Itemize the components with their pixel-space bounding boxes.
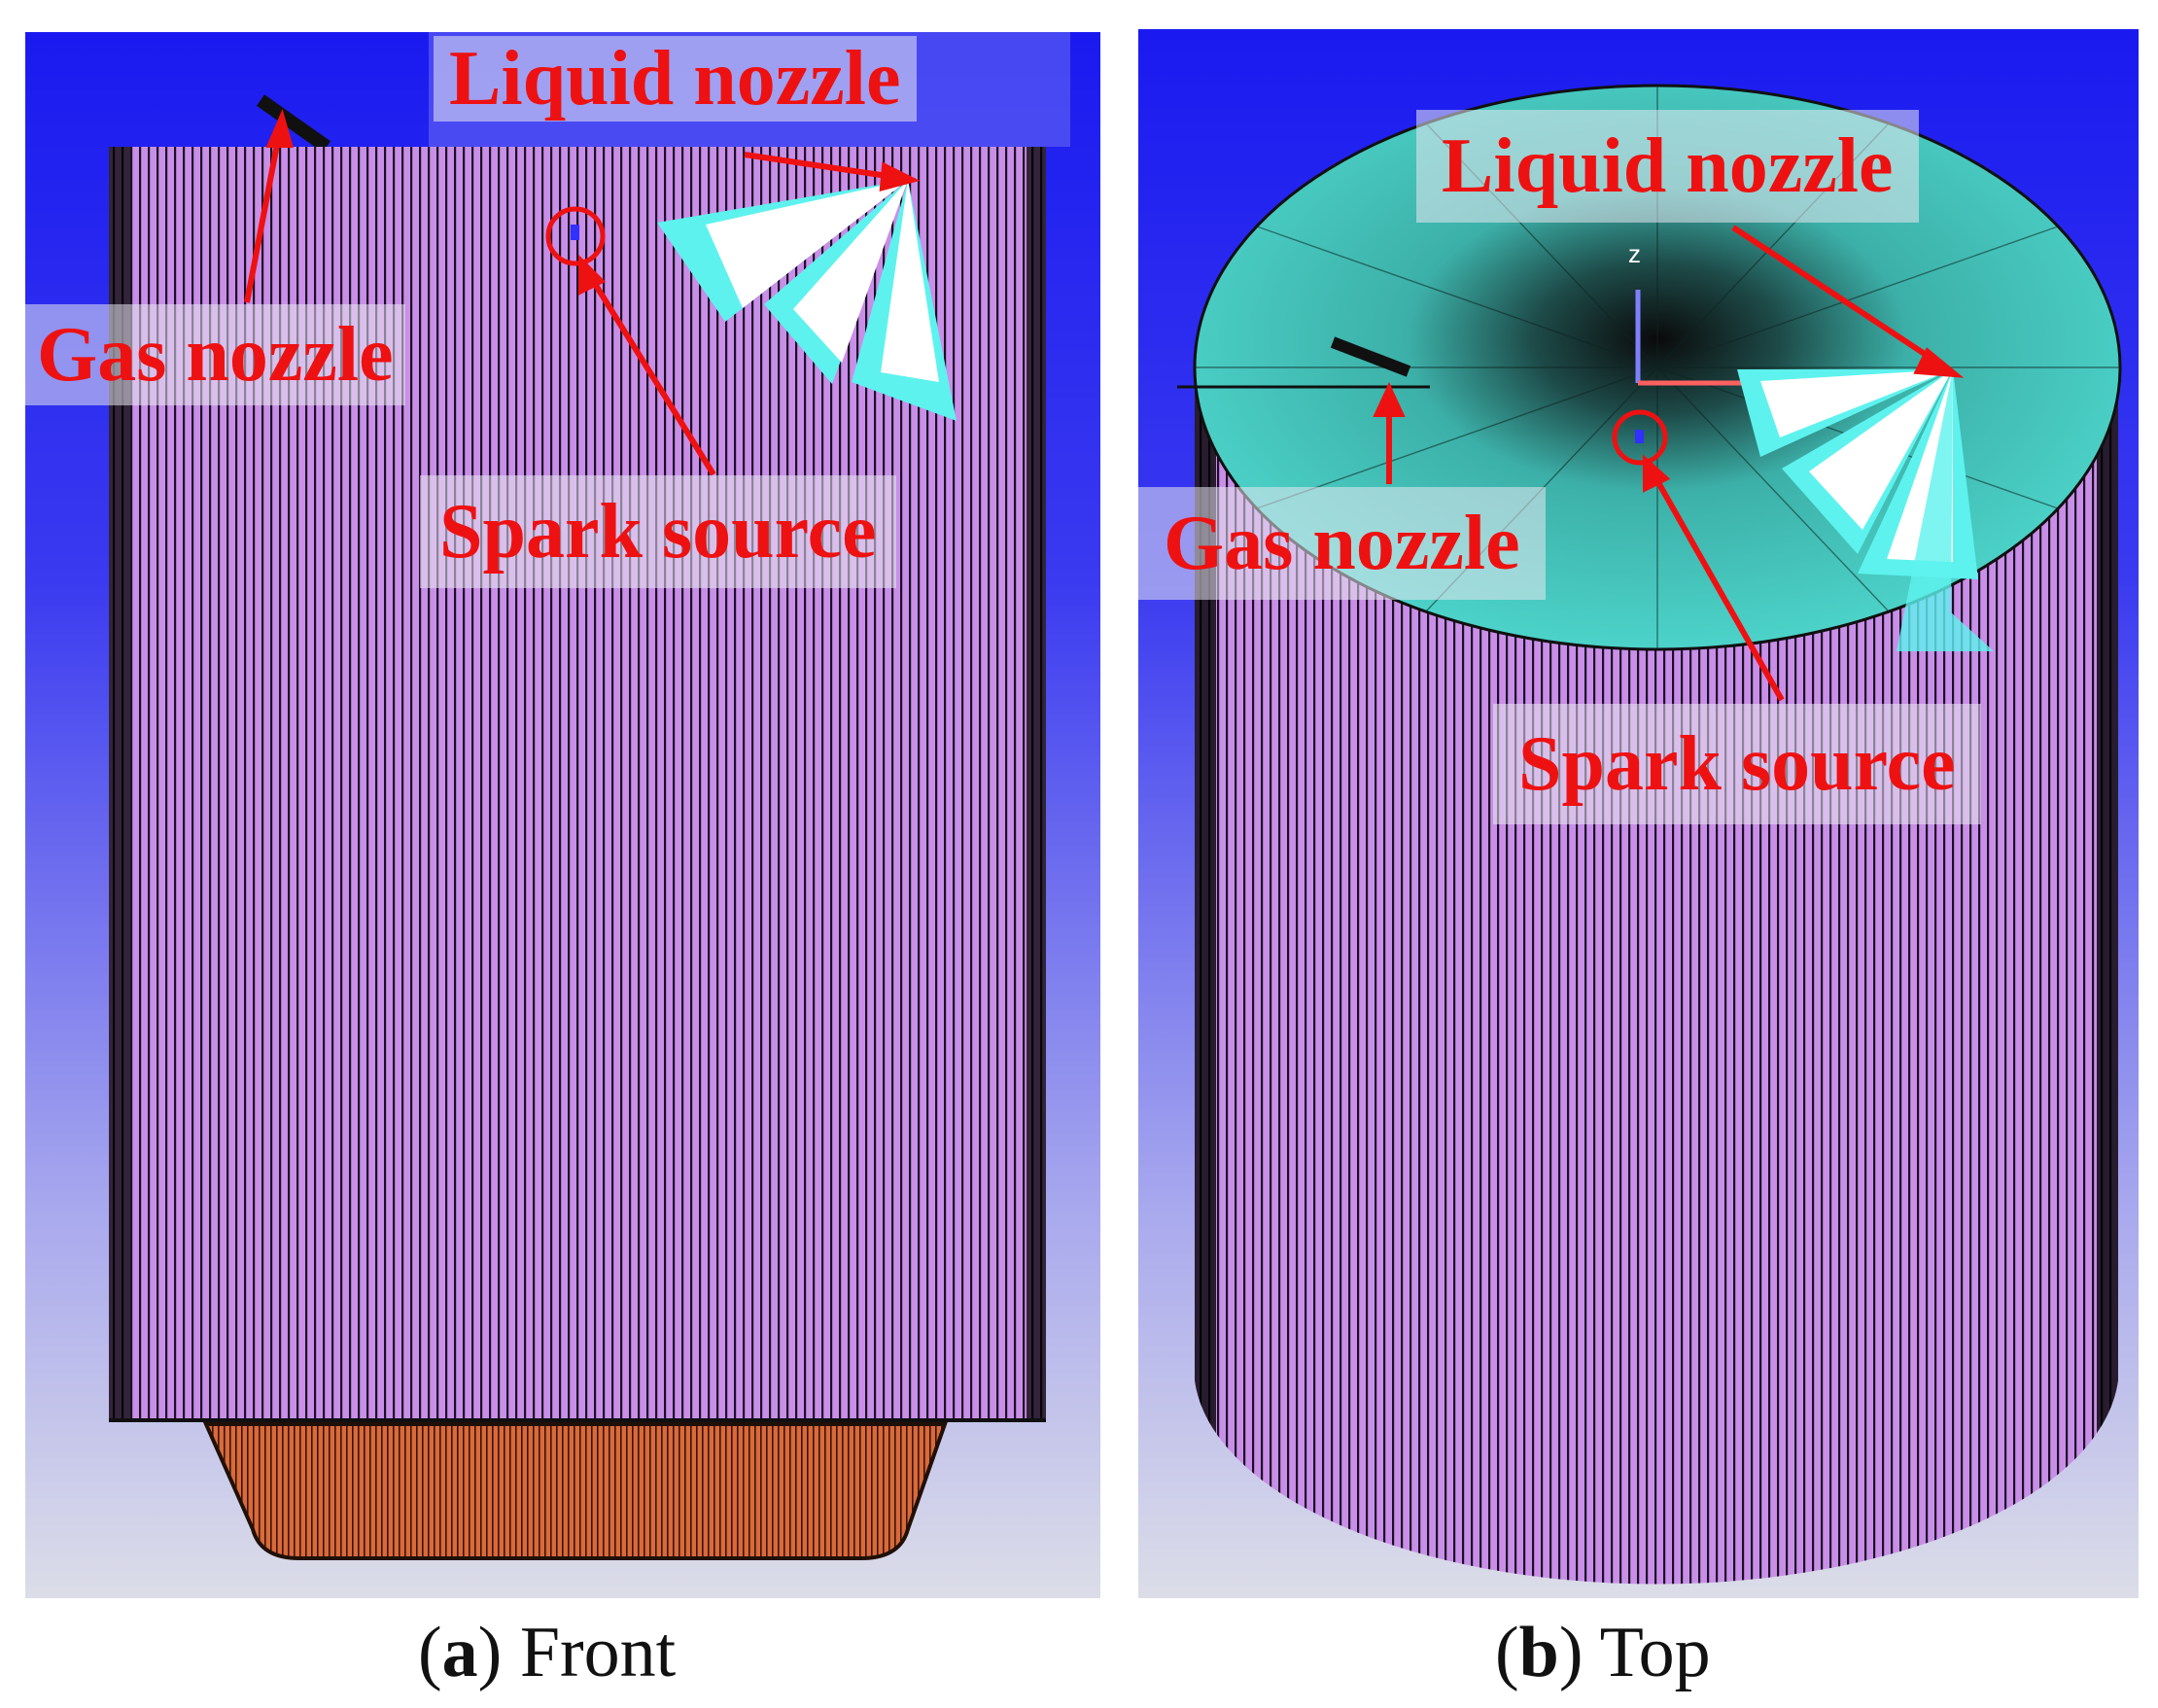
caption-front: (a) Front xyxy=(418,1613,677,1692)
axis-label: z xyxy=(1628,239,1641,268)
cylinder-right-edge xyxy=(1027,147,1046,1420)
liquid-nozzle-label: Liquid nozzle xyxy=(434,36,917,122)
top-view-panel: z Liquid nozzle Gas nozzle Spark source xyxy=(1138,29,2139,1598)
spark-source-arrowhead xyxy=(578,254,607,296)
caption-top: (b) Top xyxy=(1495,1613,1711,1692)
gas-nozzle-label: Gas nozzle xyxy=(1138,487,1546,600)
liquid-nozzle-arrowhead xyxy=(879,161,921,192)
liquid-nozzle-label: Liquid nozzle xyxy=(1416,110,1919,223)
axis-indicator: z xyxy=(1628,239,1743,386)
gas-nozzle-pipe xyxy=(256,94,331,153)
spark-source-label: Spark source xyxy=(420,475,896,588)
gas-nozzle-arrowhead xyxy=(1373,381,1406,417)
liquid-nozzle-spray xyxy=(1737,369,1994,651)
spark-source-arrowhead xyxy=(1643,454,1671,493)
caption-letter: b xyxy=(1518,1613,1559,1692)
front-view-panel: Liquid nozzle Gas nozzle Spark source xyxy=(25,32,1100,1598)
cylinder-left-edge xyxy=(109,147,130,1420)
spark-source-arrow xyxy=(584,269,716,476)
spark-source-marker xyxy=(1635,430,1644,443)
spark-source-circle xyxy=(1612,409,1668,466)
gas-nozzle-arrowhead xyxy=(265,109,294,148)
caption-view: Top xyxy=(1599,1613,1711,1692)
caption-letter: a xyxy=(441,1613,478,1692)
caption-view: Front xyxy=(519,1613,677,1692)
liquid-nozzle-arrowhead xyxy=(1913,347,1965,378)
liquid-nozzle-arrow xyxy=(744,152,901,181)
gas-nozzle-arrow xyxy=(244,128,283,303)
liquid-nozzle-spray xyxy=(657,180,957,421)
gas-nozzle-pipe xyxy=(1330,336,1411,377)
front-view-drawing xyxy=(25,32,1100,1598)
bottom-cone xyxy=(202,1422,948,1560)
liquid-nozzle-arrow xyxy=(1731,225,1947,370)
spark-source-circle xyxy=(545,206,606,266)
spark-source-marker xyxy=(571,225,579,240)
spark-source-label: Spark source xyxy=(1493,704,1981,824)
gas-nozzle-label: Gas nozzle xyxy=(25,304,405,405)
spark-source-arrow xyxy=(1649,469,1785,702)
